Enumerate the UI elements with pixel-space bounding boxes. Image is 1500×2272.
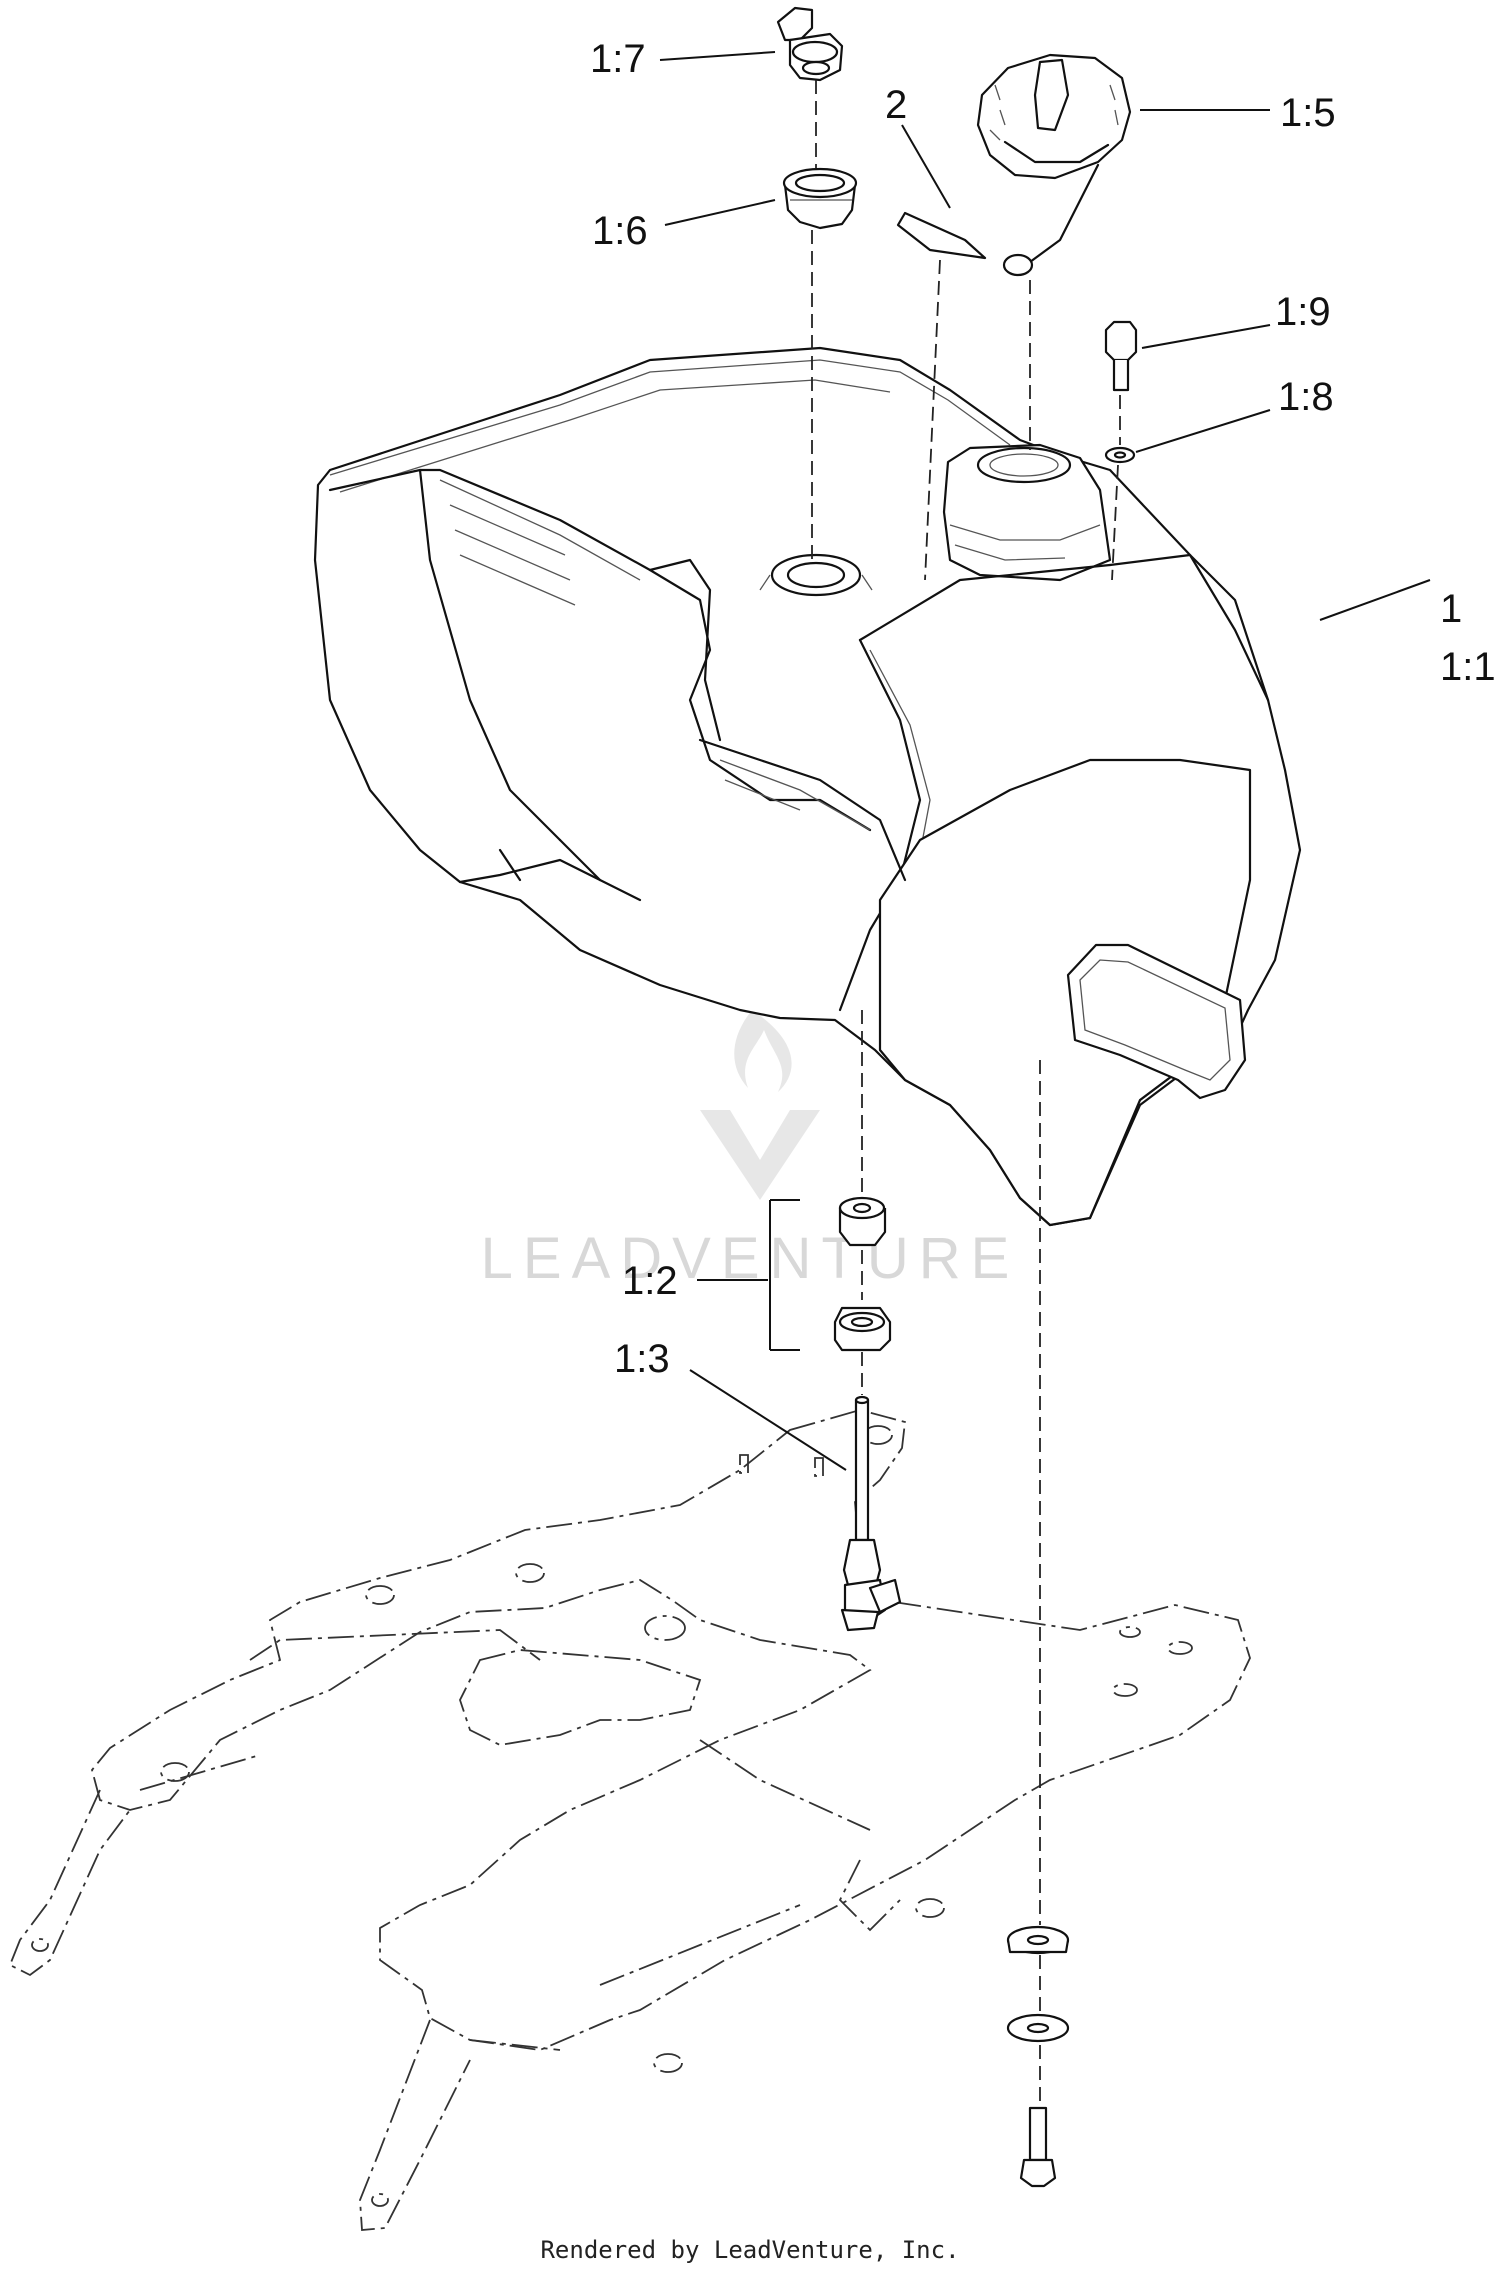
mounting-plate-phantom bbox=[8, 1409, 1251, 2231]
leader-lines bbox=[659, 51, 1431, 1471]
callout-2: 2 bbox=[885, 83, 907, 127]
flame-logo-icon bbox=[700, 1010, 820, 1200]
callout-1-2: 1:2 bbox=[622, 1259, 678, 1303]
fuel-cap bbox=[976, 53, 1132, 277]
fuel-pickup-tube bbox=[840, 1395, 902, 1632]
bolt-small bbox=[1104, 320, 1138, 392]
callout-1: 1 bbox=[1440, 587, 1462, 631]
callout-1-9: 1:9 bbox=[1275, 290, 1331, 334]
watermark-text: LEADVENTURE bbox=[481, 1226, 1020, 1291]
assembly-centerlines bbox=[811, 80, 1121, 2102]
vent-valve bbox=[776, 6, 844, 82]
callout-labels: 1:7 1:6 2 1:5 1:9 1:8 1 1:1 1:2 1:3 bbox=[590, 37, 1496, 1381]
callout-1-8: 1:8 bbox=[1278, 375, 1334, 419]
vent-grommet bbox=[782, 167, 858, 230]
callout-1-1: 1:1 bbox=[1440, 645, 1496, 689]
fuel-tank bbox=[313, 346, 1302, 1227]
leadventure-watermark: LEADVENTURE bbox=[481, 1010, 1020, 1291]
footer-credit: Rendered by LeadVenture, Inc. bbox=[540, 2236, 959, 2264]
isolator-stack bbox=[1006, 1925, 1070, 2188]
bushing-and-nut bbox=[833, 1196, 892, 1352]
callout-1-7: 1:7 bbox=[590, 37, 646, 81]
callout-1-3: 1:3 bbox=[614, 1337, 670, 1381]
decal bbox=[896, 211, 987, 260]
washer-small bbox=[1104, 446, 1136, 464]
callout-1-6: 1:6 bbox=[592, 209, 648, 253]
callout-1-5: 1:5 bbox=[1280, 91, 1336, 135]
